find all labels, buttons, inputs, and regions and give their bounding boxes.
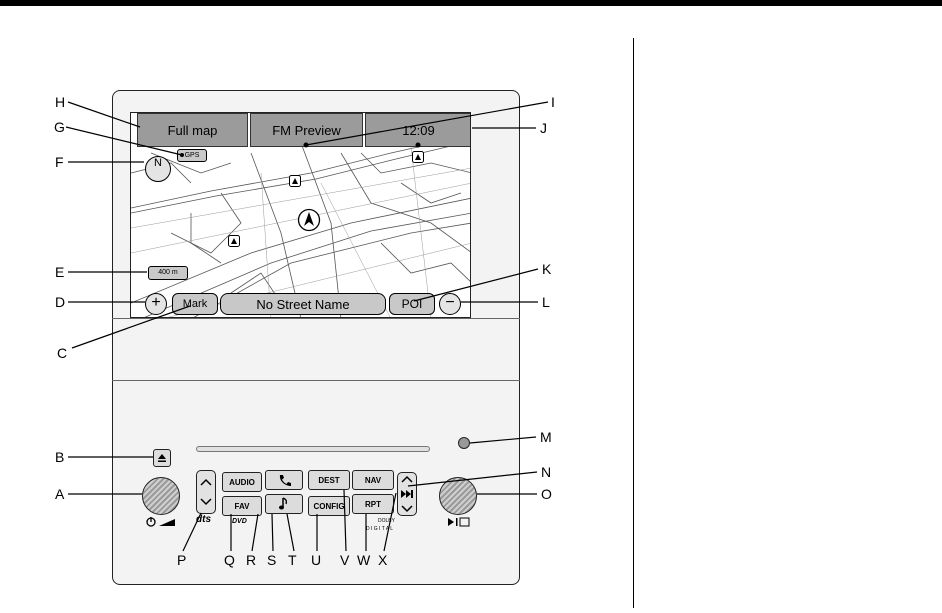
music-note-icon bbox=[279, 497, 288, 510]
zoom-out-button[interactable]: − bbox=[439, 293, 461, 315]
dolby-logo: DOLBY bbox=[378, 518, 395, 524]
disc-slot[interactable] bbox=[196, 446, 430, 452]
callout-h: H bbox=[55, 94, 66, 110]
mark-button[interactable]: Mark bbox=[172, 293, 218, 315]
callout-u: U bbox=[311, 552, 322, 568]
tune-seek-rocker[interactable] bbox=[196, 470, 216, 514]
phone-button[interactable] bbox=[265, 470, 303, 490]
navigation-screen: Full map FM Preview 12:09 GPS N 400 m bbox=[130, 112, 471, 318]
callout-v: V bbox=[340, 552, 350, 568]
poi-label: POI bbox=[401, 297, 423, 311]
bezel-line-2 bbox=[112, 380, 520, 381]
callout-e: E bbox=[55, 264, 65, 280]
callout-r: R bbox=[246, 552, 257, 568]
bezel-line-1 bbox=[112, 318, 520, 319]
dvd-logo: DVD bbox=[232, 518, 247, 525]
music-button[interactable] bbox=[265, 494, 303, 514]
config-button[interactable]: CONFIG bbox=[308, 496, 350, 516]
full-map-button[interactable]: Full map bbox=[137, 113, 248, 147]
compass-letter: N bbox=[154, 157, 162, 169]
page-top-rule bbox=[0, 0, 942, 6]
mark-label: Mark bbox=[182, 298, 208, 310]
clock-button[interactable]: 12:09 bbox=[365, 113, 470, 147]
poi-marker-icon bbox=[289, 175, 301, 187]
digital-label: D I G I T A L bbox=[366, 526, 394, 532]
street-name-display: No Street Name bbox=[220, 293, 386, 315]
plus-icon: + bbox=[151, 294, 161, 311]
callout-i: I bbox=[551, 94, 555, 110]
callout-g: G bbox=[54, 119, 65, 135]
street-name: No Street Name bbox=[256, 296, 350, 312]
next-track-icon bbox=[401, 475, 413, 513]
callout-c: C bbox=[57, 345, 68, 361]
callout-o: O bbox=[541, 486, 552, 502]
audio-button[interactable]: AUDIO bbox=[222, 472, 262, 492]
callout-p: P bbox=[177, 552, 187, 568]
poi-marker-icon bbox=[412, 151, 424, 163]
callout-n: N bbox=[541, 464, 552, 480]
callout-f: F bbox=[55, 154, 64, 170]
destination-button[interactable]: DEST bbox=[308, 470, 350, 490]
tune-menu-knob[interactable] bbox=[439, 477, 477, 515]
fm-preview-button[interactable]: FM Preview bbox=[250, 113, 363, 147]
repeat-button[interactable]: RPT bbox=[352, 494, 394, 514]
callout-j: J bbox=[540, 120, 547, 136]
callout-w: W bbox=[357, 552, 371, 568]
power-volume-knob[interactable] bbox=[142, 477, 180, 515]
minus-icon: − bbox=[445, 294, 455, 311]
callout-l: L bbox=[542, 294, 550, 310]
callout-b: B bbox=[55, 449, 65, 465]
callout-s: S bbox=[267, 552, 277, 568]
callout-k: K bbox=[542, 261, 552, 277]
compass-icon[interactable]: N bbox=[145, 156, 171, 182]
callout-q: Q bbox=[224, 552, 235, 568]
zoom-in-button[interactable]: + bbox=[145, 293, 167, 315]
play-pause-icon bbox=[448, 517, 470, 527]
phone-icon bbox=[279, 475, 291, 486]
callout-d: D bbox=[55, 294, 66, 310]
poi-button[interactable]: POI bbox=[389, 293, 435, 315]
callout-t: T bbox=[288, 552, 297, 568]
nav-button[interactable]: NAV bbox=[352, 470, 394, 490]
chevron-up-down-icon bbox=[200, 478, 212, 506]
vehicle-position-icon bbox=[297, 208, 321, 232]
callout-x: X bbox=[378, 552, 388, 568]
callout-m: M bbox=[540, 429, 552, 445]
power-volume-icon bbox=[146, 517, 175, 527]
track-seek-rocker[interactable] bbox=[397, 472, 417, 516]
navigation-microphone bbox=[458, 437, 470, 449]
eject-icon bbox=[158, 454, 166, 462]
favorites-button[interactable]: FAV bbox=[222, 496, 262, 516]
gps-indicator: GPS bbox=[177, 149, 207, 162]
column-divider bbox=[633, 38, 634, 608]
poi-marker-icon bbox=[228, 235, 240, 247]
eject-button[interactable] bbox=[153, 449, 171, 467]
callout-a: A bbox=[55, 486, 65, 502]
dts-logo: dts bbox=[196, 514, 211, 525]
map-scale-indicator[interactable]: 400 m bbox=[148, 266, 188, 280]
